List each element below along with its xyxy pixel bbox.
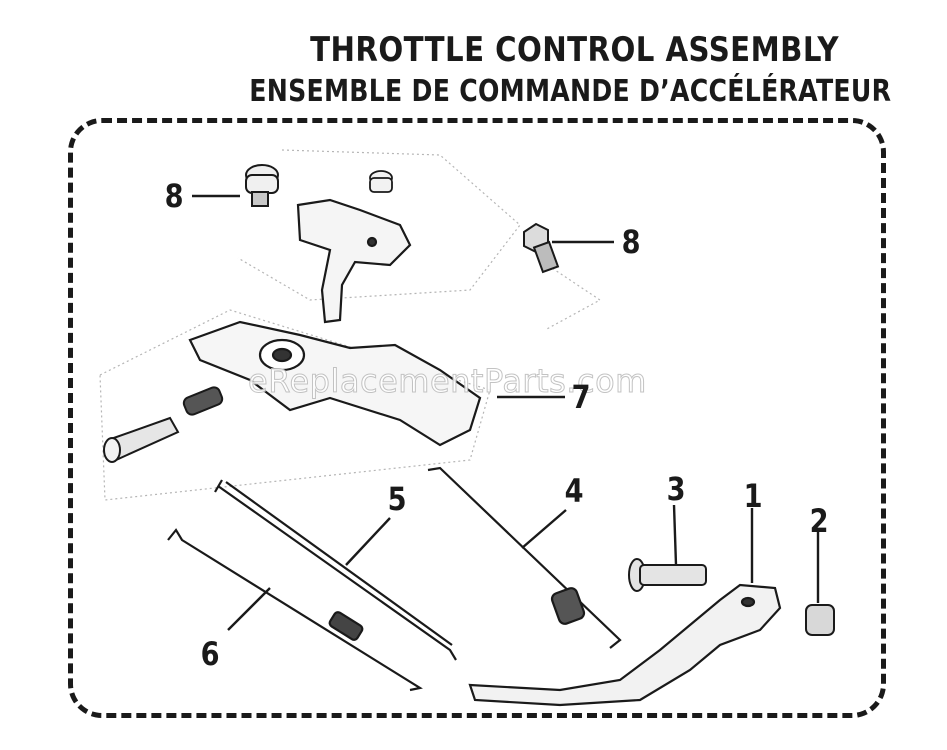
part-4-rod	[427, 466, 622, 649]
part-2-nut	[805, 604, 835, 636]
callout-8-left: 8	[164, 177, 184, 215]
watermark: eReplacementParts.com	[248, 362, 647, 401]
diagram-title: THROTTLE CONTROL ASSEMBLY	[310, 30, 839, 70]
part-8-bolt-right	[523, 222, 560, 274]
part-1-throttle-lever	[468, 583, 782, 707]
diagram-subtitle: ENSEMBLE DE COMMANDE D’ACCÉLÉRATEUR	[249, 74, 891, 109]
callout-7: 7	[571, 378, 591, 416]
callout-3: 3	[666, 470, 686, 508]
part-8-bolt-left	[245, 164, 279, 207]
part-5-rod	[214, 479, 457, 661]
assembly-frame	[68, 118, 886, 718]
small-spring	[182, 386, 224, 416]
callout-1: 1	[743, 477, 763, 515]
callout-2: 2	[809, 502, 829, 540]
callout-6: 6	[200, 635, 220, 673]
adjust-screw	[103, 416, 180, 463]
cap-part	[369, 170, 393, 193]
callout-4: 4	[564, 472, 584, 510]
leader-lines	[192, 194, 820, 631]
part-6-rod	[167, 528, 423, 692]
part-7-lever-plate	[188, 320, 482, 447]
part-3-bolt	[628, 558, 707, 592]
callout-8-right: 8	[621, 223, 641, 261]
callout-5: 5	[387, 480, 407, 518]
throttle-bracket	[296, 198, 412, 324]
